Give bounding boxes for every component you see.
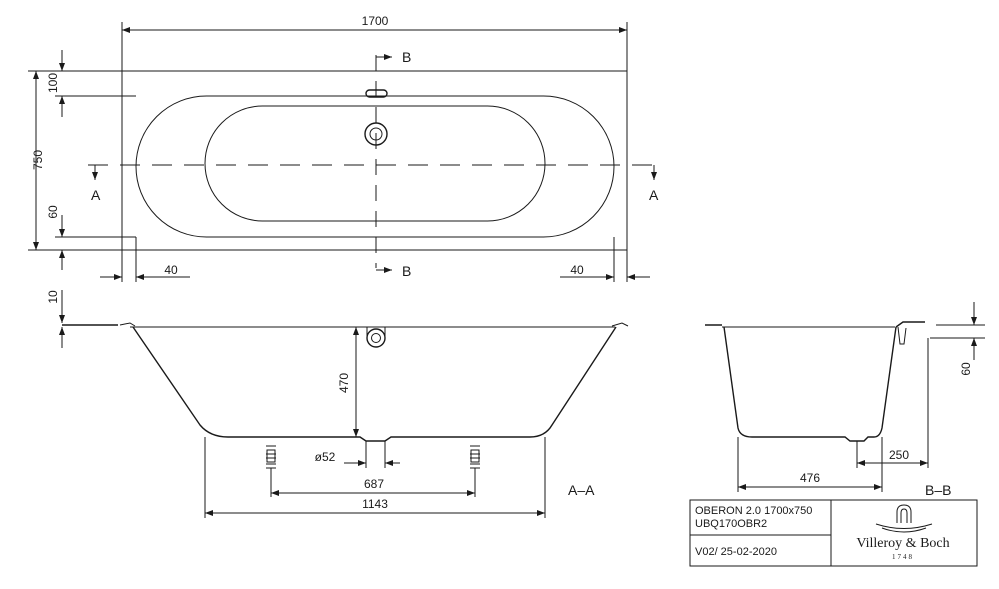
dim-side-depth-label: 60 xyxy=(959,362,973,376)
cut-a-left: A xyxy=(91,187,101,203)
brand-name: Villeroy & Boch xyxy=(856,536,949,551)
dim-feet-label: 687 xyxy=(364,477,384,491)
foot-left xyxy=(266,445,276,469)
dim-rim-bottom-label: 60 xyxy=(46,205,60,219)
top-view: 1700 750 100 60 40 40 A A xyxy=(28,14,659,282)
drain-outer xyxy=(364,122,388,146)
overflow-slot xyxy=(365,89,388,98)
tub-outline xyxy=(121,70,628,251)
dim-depth-label: 470 xyxy=(337,373,351,393)
section-b-b-label: B–B xyxy=(925,482,951,498)
dim-width-label: 750 xyxy=(31,150,45,170)
dim-rim-left-label: 40 xyxy=(164,263,178,277)
dim-waste-label: ø52 xyxy=(315,450,336,464)
model-code: UBQ170OBR2 xyxy=(695,518,767,530)
section-a-a-label: A–A xyxy=(568,482,595,498)
dim-bottom-label: 1143 xyxy=(362,497,388,511)
dim-length-label: 1700 xyxy=(362,14,389,28)
dim-side-offset-label: 250 xyxy=(889,448,909,462)
dim-side-bottom-label: 476 xyxy=(800,471,820,485)
dim-flange-label: 10 xyxy=(46,290,60,304)
foot-right xyxy=(470,445,480,469)
brand-year: 1748 xyxy=(892,553,914,561)
dim-rim-top-label: 100 xyxy=(46,73,60,93)
drain-inner xyxy=(369,127,383,141)
cut-a-right: A xyxy=(649,187,659,203)
section-a-a: 10 470 ø52 687 1143 A–A xyxy=(46,290,629,518)
title-block: OBERON 2.0 1700x750 UBQ170OBR2 V02/ 25-0… xyxy=(689,499,978,567)
dim-rim-right-label: 40 xyxy=(570,263,584,277)
version-date: V02/ 25-02-2020 xyxy=(695,546,777,558)
tub-profile xyxy=(132,326,617,442)
cut-b-top: B xyxy=(402,49,411,65)
tub-inner-rim xyxy=(135,95,615,238)
model-name: OBERON 2.0 1700x750 xyxy=(695,505,812,517)
tub-basin xyxy=(204,105,546,222)
cut-b-bottom: B xyxy=(402,263,411,279)
tub-profile-side xyxy=(723,326,897,442)
brand-logo-icon xyxy=(875,504,933,533)
section-b-b: 60 476 250 B–B xyxy=(705,302,985,498)
